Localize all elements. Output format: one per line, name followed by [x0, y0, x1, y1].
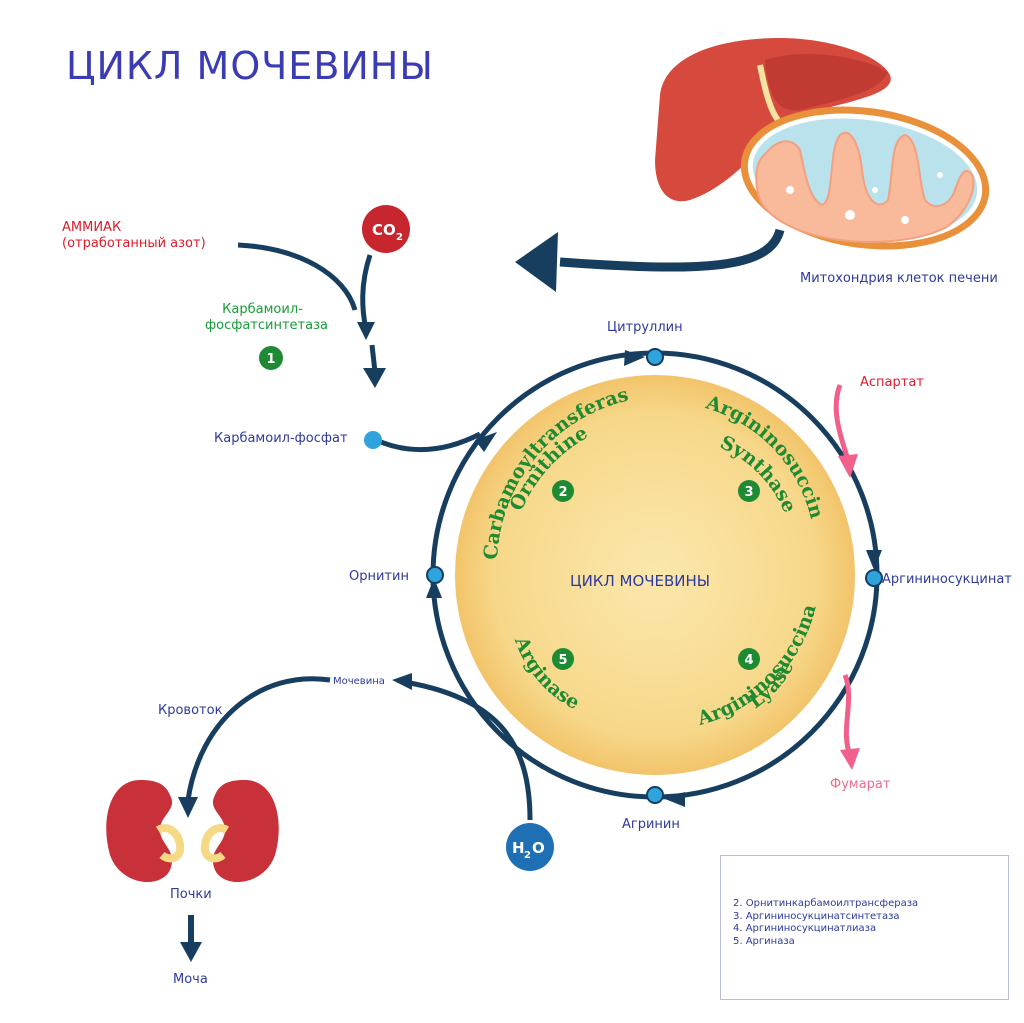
legend-item: 3. Аргининосукцинатсинтетаза: [733, 910, 900, 922]
aspartate-label: Аспартат: [860, 375, 924, 390]
mitochondrion-illustration: [740, 106, 990, 250]
legend-item: 2. Орнитинкарбамоилтрансфераза: [733, 898, 919, 909]
kidneys-label: Почки: [170, 887, 212, 902]
co2-subscript: 2: [396, 232, 403, 243]
enzyme-4-badge: [738, 648, 760, 670]
bloodstream-label: Кровоток: [158, 703, 223, 718]
enzyme-1-name-line1: Карбамоил-: [222, 302, 303, 317]
enzyme-1-number: 1: [266, 352, 275, 367]
node-citrulline: [646, 348, 664, 366]
h2o-symbol: H: [512, 839, 525, 857]
argininosuccinate-label: Аргининосукцинат: [882, 572, 1012, 587]
legend-item: 5. Аргиназа: [733, 935, 795, 947]
enzyme-legend: 2. Орнитинкарбамоилтрансфераза 3. Аргини…: [720, 855, 1009, 1000]
ammonia-label: АММИАК: [62, 220, 122, 235]
mitochondrion-caption: Митохондрия клеток печени: [800, 271, 998, 286]
ornithine-label: Орнитин: [349, 569, 409, 584]
enzyme-1-badge: [259, 346, 283, 370]
enzyme-2-number: 2: [558, 485, 567, 500]
carbamoyl-phosphate-label: Карбамоил-фосфат: [214, 431, 348, 446]
legend-item: 4. Аргининосукцинатлиаза: [733, 923, 877, 934]
co2-symbol: CO: [372, 221, 396, 239]
node-carbamoyl-phosphate: [364, 431, 382, 449]
enzyme-5-number: 5: [558, 653, 567, 668]
liver-illustration: [655, 38, 891, 202]
fumarate-label: Фумарат: [830, 777, 891, 792]
enzyme-1-name-line2: фосфатсинтетаза: [205, 318, 328, 333]
enzyme-2-badge: [552, 480, 574, 502]
cycle-circle: [455, 375, 855, 775]
enzyme-5-badge: [552, 648, 574, 670]
ammonia-sublabel: (отработанный азот): [62, 236, 206, 251]
enzyme-4-number: 4: [744, 653, 753, 668]
arginine-label: Агринин: [622, 817, 680, 832]
enzyme-3-number: 3: [744, 485, 753, 500]
mitochondrion-zoom-arrow: [559, 228, 785, 272]
h2o-oxygen: O: [532, 839, 545, 857]
co2-circle: [362, 205, 410, 253]
citrulline-label: Цитруллин: [607, 320, 683, 335]
urine-label: Моча: [173, 972, 208, 987]
page-title: ЦИКЛ МОЧЕВИНЫ: [66, 44, 434, 88]
node-argininosuccinate: [865, 569, 883, 587]
h2o-subscript: 2: [524, 850, 531, 861]
enzyme-3-badge: [738, 480, 760, 502]
kidneys-illustration: [106, 780, 279, 882]
node-arginine: [646, 786, 664, 804]
urea-label: Мочевина: [333, 676, 385, 687]
h2o-circle: [506, 823, 554, 871]
cycle-center-label: ЦИКЛ МОЧЕВИНЫ: [570, 572, 710, 590]
node-ornithine: [426, 566, 444, 584]
legend-list: 2. Орнитинкарбамоилтрансфераза 3. Аргини…: [733, 898, 918, 948]
